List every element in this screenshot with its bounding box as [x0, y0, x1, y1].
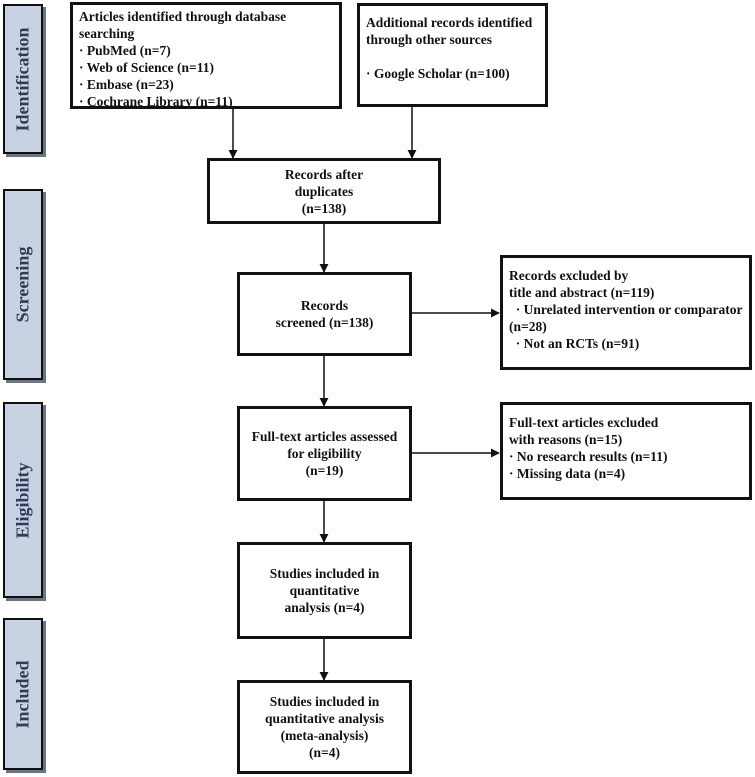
box-line: duplicates — [294, 183, 354, 199]
stage-identification: Identification — [3, 4, 43, 154]
box-line: · Unrelated intervention or comparator — [509, 302, 743, 317]
stage-included: Included — [3, 618, 43, 770]
box-line: Full-text articles assessed — [251, 429, 398, 444]
box-line: · Embase (n=23) — [79, 77, 174, 92]
quantitative-analysis-box: Studies included in quantitative analysi… — [237, 542, 412, 639]
after-duplicates-box: Records after duplicates (n=138) — [207, 158, 441, 224]
stage-included-label: Included — [12, 659, 33, 729]
excluded-title-abstract-box: Records excluded by title and abstract (… — [500, 255, 752, 370]
box-line — [366, 48, 539, 65]
stage-identification-label: Identification — [12, 26, 33, 132]
box-line: Studies included in — [269, 694, 380, 709]
box-line: · Not an RCTs (n=91) — [509, 336, 640, 351]
stage-eligibility-label: Eligibility — [12, 461, 33, 539]
box-line: · Missing data (n=4) — [509, 466, 626, 481]
box-line: (meta-analysis) — [280, 728, 369, 743]
box-line: searching — [79, 26, 135, 41]
box-line: with reasons (n=15) — [509, 432, 623, 447]
database-search-box: Articles identified through database sea… — [70, 2, 342, 109]
stage-screening-label: Screening — [12, 246, 33, 323]
box-line: (n=138) — [301, 200, 347, 216]
box-line: · Web of Science (n=11) — [79, 60, 214, 75]
box-line: Records excluded by — [509, 268, 629, 283]
full-text-excluded-box: Full-text articles excluded with reasons… — [500, 402, 752, 500]
other-sources-box: Additional records identified through ot… — [357, 3, 548, 107]
box-line: Records after — [284, 166, 364, 182]
box-line: · PubMed (n=7) — [79, 43, 171, 58]
box-line: through other sources — [366, 32, 493, 47]
stage-screening: Screening — [3, 189, 43, 380]
records-screened-box: Records screened (n=138) — [237, 272, 412, 356]
box-line: · Cochrane Library (n=11) — [79, 94, 233, 109]
box-line: (n=19) — [305, 463, 344, 478]
box-line: title and abstract (n=119) — [509, 285, 655, 300]
box-line: Full-text articles excluded — [509, 415, 659, 430]
box-line: screened (n=138) — [275, 315, 374, 330]
box-line: (n=4) — [309, 745, 340, 760]
box-line: quantitative analysis — [265, 711, 384, 726]
box-line: for eligibility — [287, 446, 362, 461]
box-line: · No research results (n=11) — [509, 449, 668, 464]
meta-analysis-box: Studies included in quantitative analysi… — [237, 680, 412, 774]
box-line: Records — [300, 298, 349, 313]
box-line: (n=28) — [509, 319, 547, 334]
box-line: Articles identified through database — [79, 9, 287, 24]
box-line: quantitative — [289, 583, 360, 598]
box-line: Additional records identified — [366, 15, 533, 30]
box-line: analysis (n=4) — [284, 600, 365, 615]
full-text-assessed-box: Full-text articles assessed for eligibil… — [237, 406, 412, 501]
stage-eligibility: Eligibility — [3, 402, 43, 598]
box-line: Studies included in — [269, 566, 380, 581]
box-line: · Google Scholar (n=100) — [366, 66, 510, 81]
